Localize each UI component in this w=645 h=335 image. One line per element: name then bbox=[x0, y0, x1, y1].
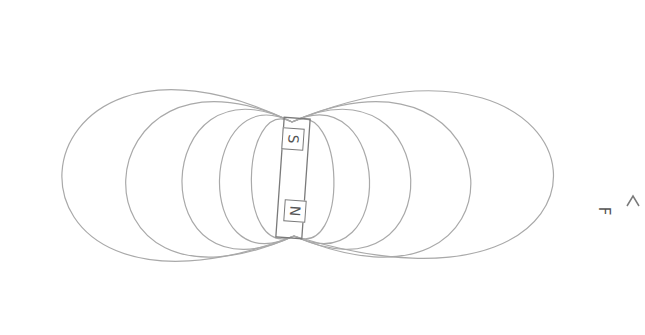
magnet-pole: S bbox=[281, 127, 304, 150]
field-line bbox=[292, 91, 553, 259]
field-line bbox=[126, 102, 294, 257]
magnet-pole: N bbox=[283, 199, 306, 222]
field-line bbox=[292, 102, 471, 257]
field-line bbox=[62, 90, 294, 262]
pole-letter: S bbox=[286, 134, 301, 144]
pole-letter: N bbox=[288, 205, 303, 216]
field-lines bbox=[62, 90, 554, 262]
force-label: F bbox=[595, 207, 613, 216]
field-arrow bbox=[627, 196, 639, 206]
bar-magnet bbox=[276, 117, 310, 239]
field-line bbox=[182, 109, 294, 249]
